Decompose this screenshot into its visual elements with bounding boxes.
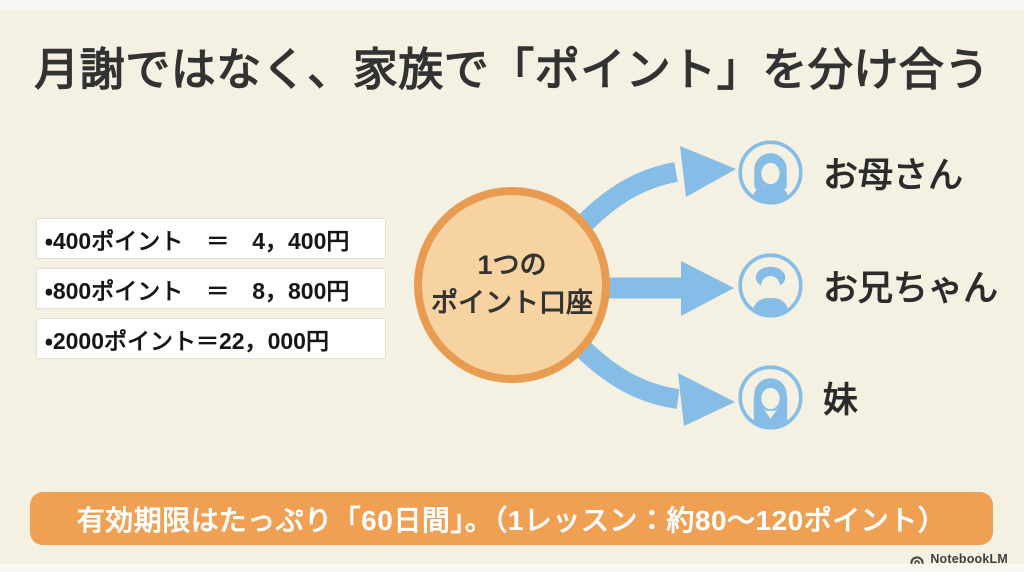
price-row: ・2000ポイント＝22，000円 [36, 318, 386, 359]
man-short-hair-avatar-icon [738, 252, 803, 318]
price-row: ・400ポイント ＝ 4，400円 [36, 218, 386, 259]
girl-long-hair-avatar-icon [738, 364, 803, 430]
notebooklm-logo-icon [910, 556, 924, 565]
member-row-brother: お兄ちゃん [738, 252, 998, 318]
member-row-mother: お母さん [738, 139, 963, 205]
member-label: お兄ちゃん [823, 268, 999, 308]
arrow-to-brother-icon [594, 261, 734, 316]
arrow-to-sister-icon [568, 335, 735, 426]
bottom-edge-highlight [0, 564, 1024, 572]
price-row-text: ・800ポイント ＝ 8，800円 [45, 277, 350, 304]
validity-banner: 有効期限はたっぷり「60日間」。（1レッスン：約80〜120ポイント） [30, 492, 993, 545]
price-row: ・800ポイント ＝ 8，800円 [36, 268, 386, 309]
hub-circle: 1つの ポイント口座 [414, 187, 610, 383]
member-label: お母さん [823, 155, 964, 195]
arrow-to-mother-icon [568, 146, 736, 239]
price-row-text: ・2000ポイント＝22，000円 [45, 327, 329, 354]
woman-long-hair-avatar-icon [738, 139, 803, 205]
notebooklm-label: NotebookLM [930, 552, 1008, 566]
hub-label-line1: 1つの [477, 250, 547, 281]
member-label: 妹 [823, 380, 859, 420]
top-edge-highlight [0, 0, 1024, 10]
hub-label-line2: ポイント口座 [431, 288, 593, 318]
price-list: ・400ポイント ＝ 4，400円 ・800ポイント ＝ 8，800円 ・200… [36, 218, 386, 368]
notebooklm-watermark: NotebookLM [909, 550, 1008, 568]
member-row-sister: 妹 [738, 364, 858, 430]
price-row-text: ・400ポイント ＝ 4，400円 [45, 227, 350, 254]
hub-label: 1つの ポイント口座 [431, 247, 593, 323]
banner-text: 有効期限はたっぷり「60日間」。（1レッスン：約80〜120ポイント） [76, 504, 947, 536]
page-title: 月謝ではなく、家族で「ポイント」を分け合う [34, 44, 990, 95]
